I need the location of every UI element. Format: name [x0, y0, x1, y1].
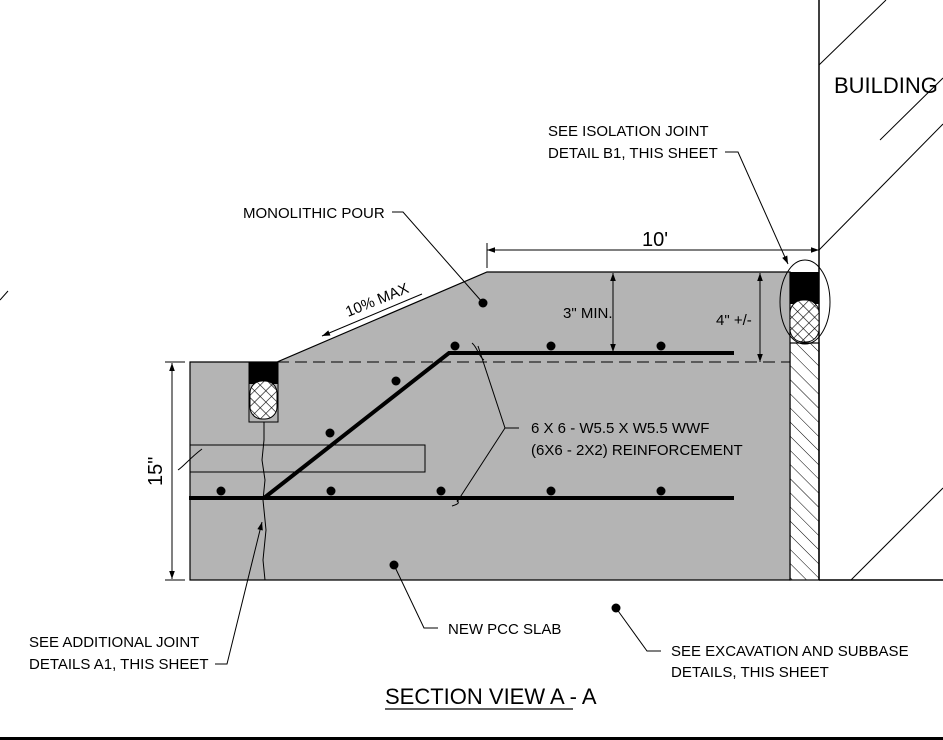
width-dimension-label: 10' [642, 229, 668, 251]
section-title: SECTION VIEW A - A [385, 684, 597, 709]
sheet-border [0, 737, 943, 740]
monolithic-pour-label: MONOLITHIC POUR [243, 205, 385, 222]
isolation-joint-leader [725, 151, 789, 265]
isolation-joint-label-line1: SEE ISOLATION JOINT [548, 123, 709, 140]
isolation-joint-label-line2: DETAIL B1, THIS SHEET [548, 145, 718, 162]
contraction-joint-sealant [248, 361, 279, 581]
building-label: BUILDING [834, 73, 938, 98]
excavation-leader [615, 607, 661, 652]
slope-arrow [321, 293, 423, 337]
break-line [0, 290, 9, 301]
reinforcement-leader [451, 342, 519, 507]
rebar-dots [216, 341, 666, 496]
thickness-dimension [165, 361, 185, 581]
reinforcement-label-line2: (6X6 - 2X2) REINFORCEMENT [531, 442, 743, 459]
reinforcement-mesh [189, 351, 734, 500]
excavation-label-line2: DETAILS, THIS SHEET [671, 664, 829, 681]
isolation-joint-filler [789, 342, 820, 581]
width-dimension [486, 243, 820, 268]
new-slab-leader [393, 564, 438, 629]
additional-joint-label-line1: SEE ADDITIONAL JOINT [29, 634, 199, 651]
break-mark [177, 448, 203, 471]
reinforcement-label-line1: 6 X 6 - W5.5 X W5.5 WWF [531, 420, 709, 437]
additional-joint-leader [215, 521, 263, 665]
additional-joint-label-line2: DETAILS A1, THIS SHEET [29, 656, 209, 673]
excavation-label-line1: SEE EXCAVATION AND SUBBASE [671, 643, 909, 660]
isolation-joint-sealant [779, 259, 831, 345]
dowel-bar [189, 444, 426, 473]
thickness-label: 15" [145, 457, 167, 486]
step-height-label: 4" +/- [716, 312, 752, 329]
monolithic-pour-leader [392, 211, 484, 304]
new-slab-label: NEW PCC SLAB [448, 621, 561, 638]
min-cover-label: 3" MIN. [563, 305, 613, 322]
